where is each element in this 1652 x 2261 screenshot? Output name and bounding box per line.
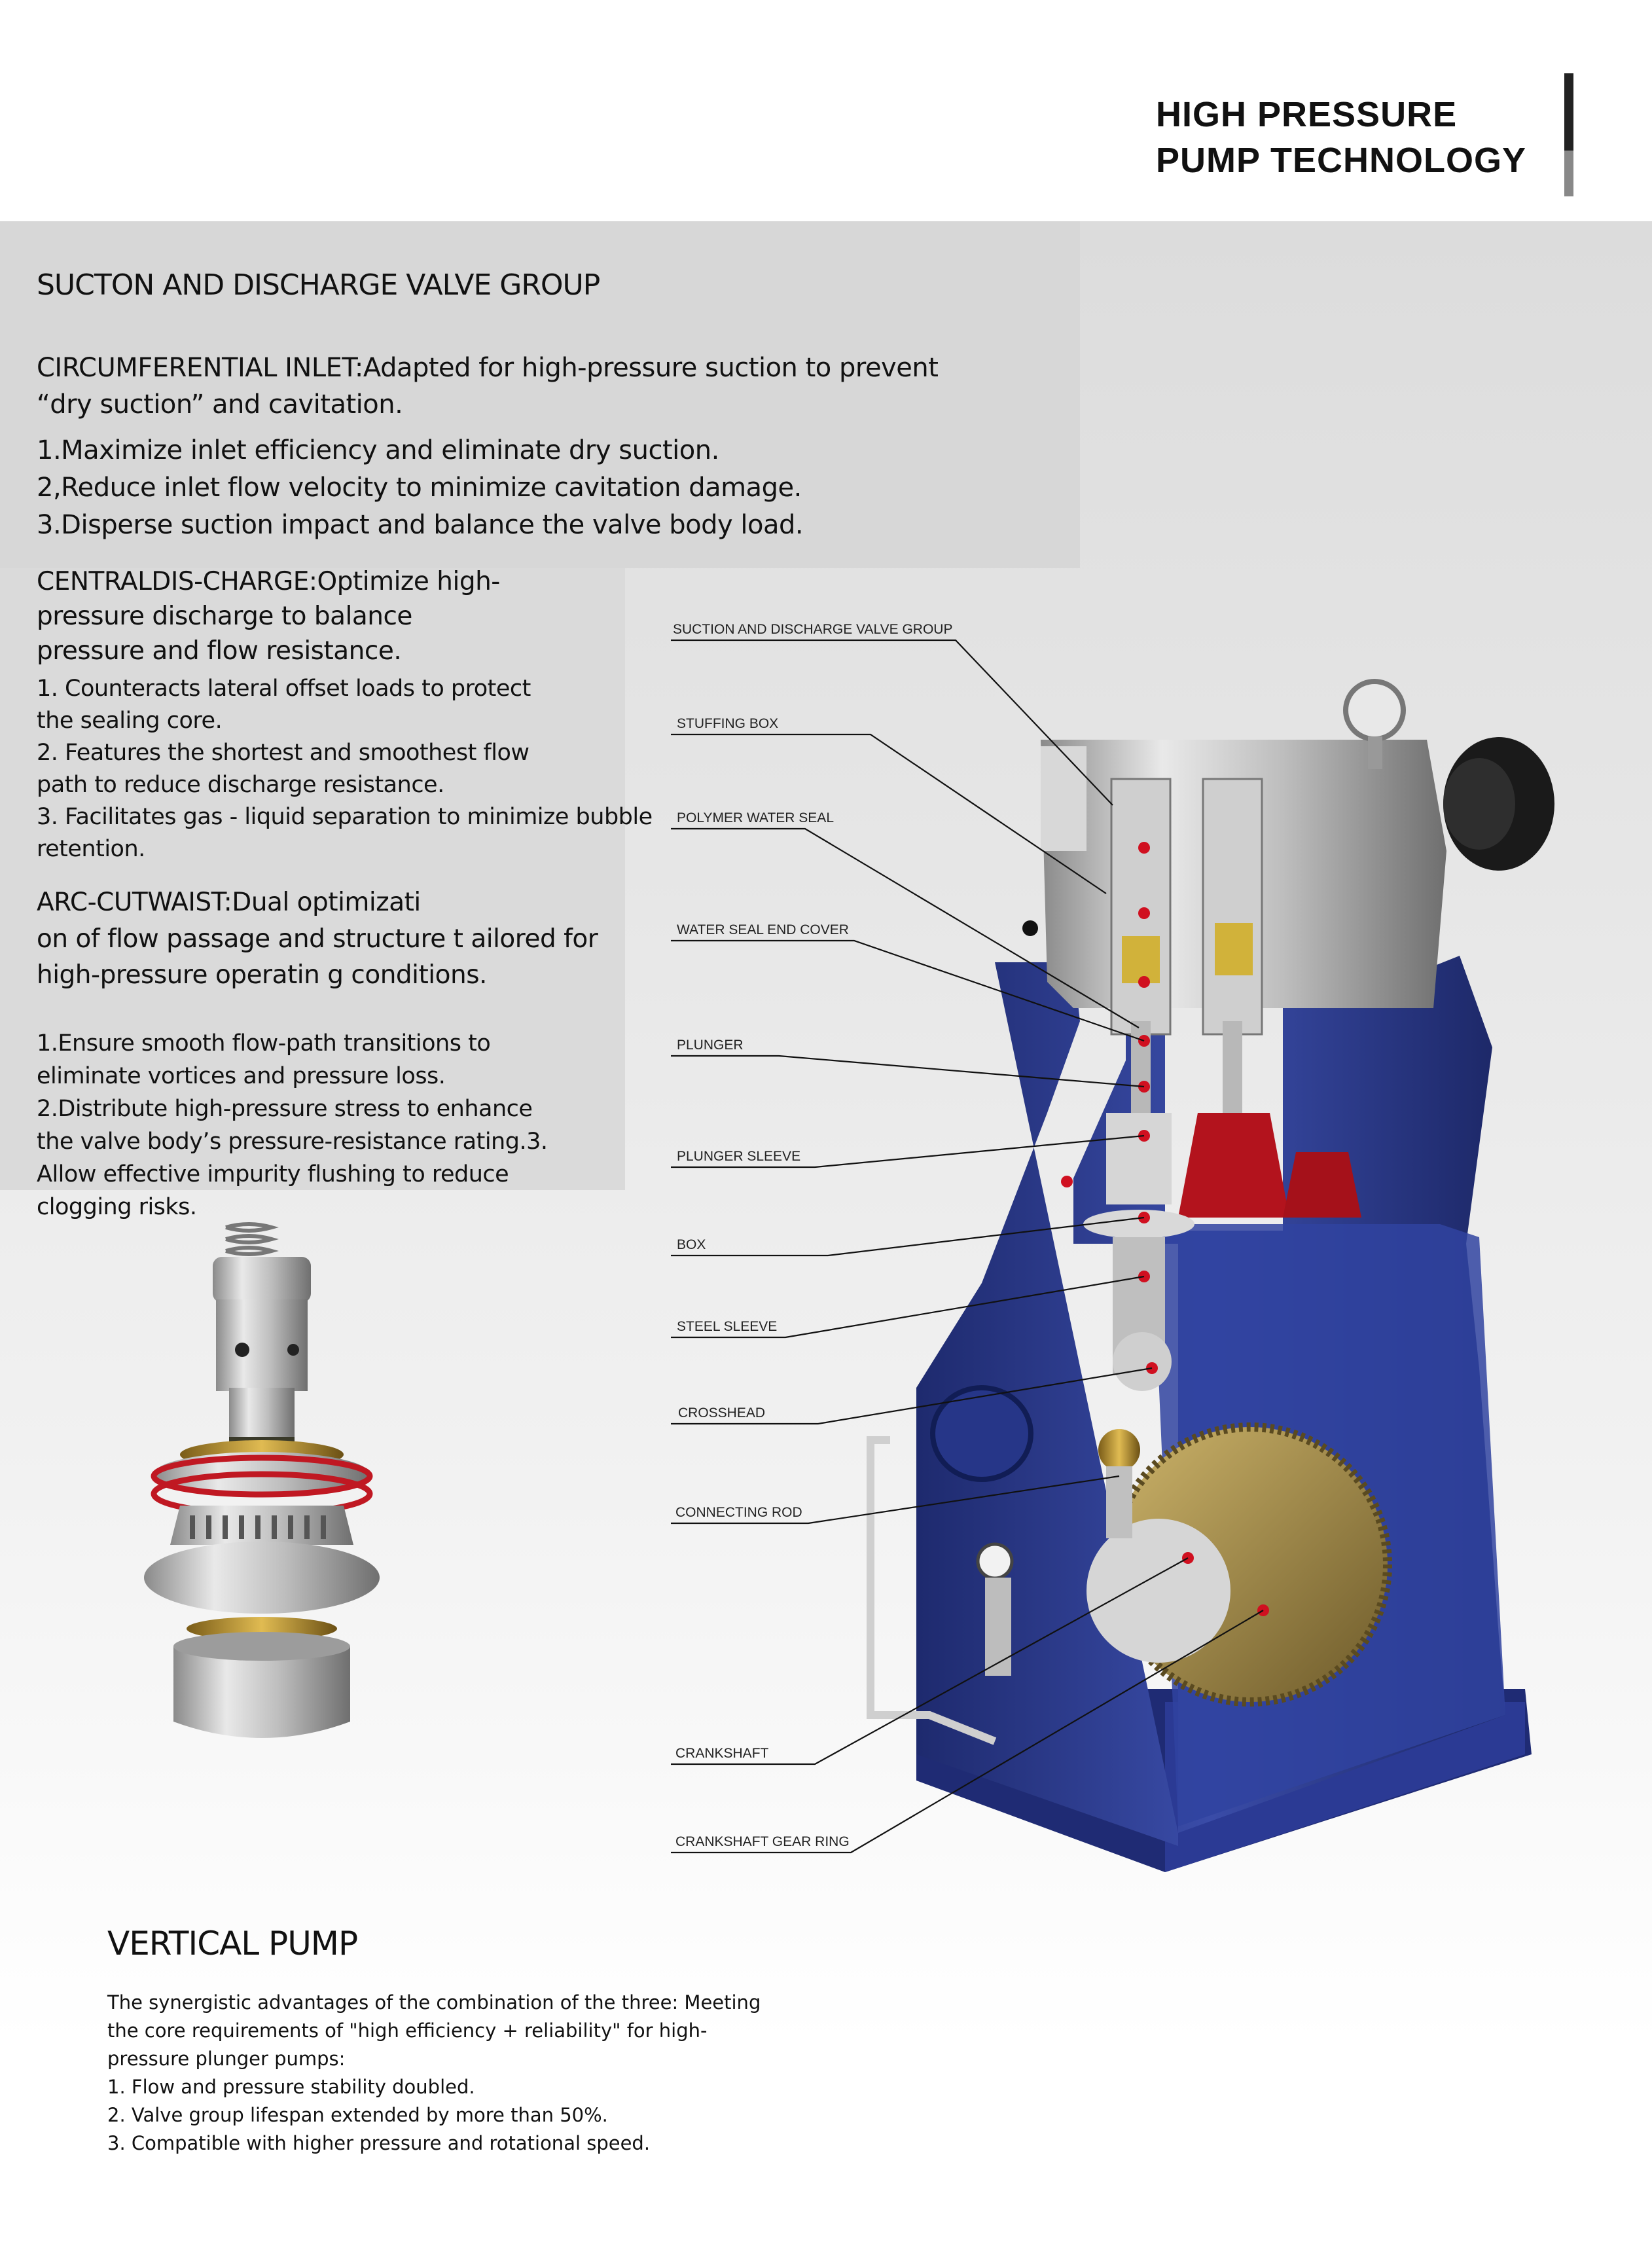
valve-cage-slots: [190, 1515, 326, 1539]
label-plunger-sleeve: PLUNGER SLEEVE: [677, 1149, 801, 1164]
features-text-panel: [0, 568, 625, 1190]
vertical-pump-description: The synergistic advantages of the combin…: [107, 1989, 761, 2158]
gear-teeth: [1108, 1422, 1392, 1707]
circumferential-point-1: 1.Maximize inlet efficiency and eliminat…: [37, 435, 719, 465]
red-bellows-center: [1178, 1113, 1289, 1218]
header-accent-bar-light: [1564, 151, 1573, 196]
vertical-line-5: 2. Valve group lifespan extended by more…: [107, 2104, 608, 2126]
valve-head-port: [1022, 920, 1038, 936]
arc-cutwaist-heading-2: on of flow passage and structure t ailor…: [37, 924, 598, 954]
circumferential-point-2: 2,Reduce inlet flow velocity to minimize…: [37, 473, 802, 503]
arc-point-2b: the valve body’s pressure-resistance rat…: [37, 1129, 548, 1155]
label-polymer-water-seal: POLYMER WATER SEAL: [677, 810, 834, 825]
label-crankshaft: CRANKSHAFT: [675, 1746, 769, 1761]
circumferential-inlet-heading-cont: “dry suction” and cavitation.: [37, 389, 403, 420]
callout-leader-lines: [671, 639, 1264, 1854]
central-point-1b: the sealing core.: [37, 708, 223, 734]
central-discharge-heading-2: pressure discharge to balance: [37, 602, 412, 631]
valve-lower-disc: [144, 1542, 380, 1614]
polymer-seal-center: [1215, 923, 1253, 975]
oil-gauge-icon: [976, 1542, 1014, 1580]
front-bearing-cover: [930, 1385, 1033, 1482]
plunger-sleeve-left: [1106, 1113, 1172, 1204]
valve-cap: [213, 1257, 311, 1303]
central-discharge-heading-3: pressure and flow resistance.: [37, 636, 402, 666]
label-box: BOX: [677, 1237, 706, 1252]
arc-point-1a: 1.Ensure smooth flow-path transitions to: [37, 1030, 491, 1057]
arc-point-3a: Allow effective impurity flushing to red…: [37, 1161, 509, 1187]
red-bellows-right: [1283, 1152, 1361, 1218]
central-point-1a: 1. Counteracts lateral offset loads to p…: [37, 676, 531, 702]
valve-red-seal-1: [151, 1455, 373, 1498]
plunger-column-left: [1110, 778, 1172, 1036]
valve-spring-icon: [225, 1222, 279, 1256]
vertical-line-1: The synergistic advantages of the combin…: [107, 1991, 761, 2014]
valve-bottom-cup-rim: [173, 1632, 350, 1661]
arc-point-3b: clogging risks.: [37, 1194, 197, 1220]
plunger-rod-center: [1223, 1021, 1242, 1126]
vertical-line-4: 1. Flow and pressure stability doubled.: [107, 2076, 475, 2098]
polymer-seal-left: [1122, 936, 1160, 983]
intro-text-panel: [0, 221, 1080, 568]
label-connecting-rod: CONNECTING ROD: [675, 1505, 802, 1520]
connecting-rod: [1106, 1466, 1132, 1538]
pressure-gauge-icon: [1343, 679, 1406, 742]
central-discharge-heading-1: CENTRALDIS-CHARGE:Optimize high-: [37, 567, 500, 596]
valve-head-side: [1041, 746, 1086, 851]
oil-pump-assembly: [985, 1578, 1011, 1676]
valve-port-hole: [235, 1343, 249, 1357]
circumferential-inlet-heading: CIRCUMFERENTIAL INLET:Adapted for high-p…: [37, 353, 939, 383]
gauge-stem: [1368, 736, 1382, 769]
pump-cutaway-illustration: [867, 679, 1554, 1872]
box-disc: [1083, 1210, 1194, 1239]
label-stuffing-box: STUFFING BOX: [677, 716, 779, 731]
arc-point-1b: eliminate vortices and pressure loss.: [37, 1063, 446, 1089]
vertical-line-3: pressure plunger pumps:: [107, 2048, 346, 2070]
central-point-2b: path to reduce discharge resistance.: [37, 772, 444, 798]
central-point-3b: retention.: [37, 836, 145, 862]
arc-cutwaist-heading-3: high-pressure operatin g conditions.: [37, 960, 487, 990]
label-crosshead: CROSSHEAD: [678, 1405, 766, 1420]
label-water-seal-end-cover: WATER SEAL END COVER: [677, 922, 849, 937]
crosshead: [1113, 1332, 1172, 1391]
valve-component-illustration: [144, 1222, 380, 1738]
vertical-pump-title: VERTICAL PUMP: [107, 1925, 358, 1963]
header-title-line2: PUMP TECHNOLOGY: [1156, 141, 1527, 180]
oil-cap: [1098, 1429, 1140, 1471]
label-crankshaft-gear-ring: CRANKSHAFT GEAR RING: [675, 1834, 850, 1849]
vertical-line-2: the core requirements of "high efficienc…: [107, 2019, 708, 2042]
arc-cutwaist-heading-1: ARC-CUTWAIST:Dual optimizati: [37, 888, 421, 917]
label-suction-discharge-valve-group: SUCTION AND DISCHARGE VALVE GROUP: [673, 622, 953, 637]
section-title: SUCTON AND DISCHARGE VALVE GROUP: [37, 268, 600, 302]
valve-port-hole: [287, 1344, 299, 1356]
vertical-line-6: 3. Compatible with higher pressure and r…: [107, 2132, 651, 2154]
header-title-line1: HIGH PRESSURE: [1156, 95, 1458, 134]
label-plunger: PLUNGER: [677, 1038, 744, 1053]
flywheel-hub: [1443, 758, 1515, 850]
plunger-column-center: [1202, 778, 1263, 1036]
crankshaft-journal: [1086, 1519, 1230, 1663]
lube-pipe: [867, 1436, 997, 1745]
valve-neck: [229, 1388, 295, 1440]
valve-bottom-cup: [173, 1646, 350, 1738]
label-steel-sleeve: STEEL SLEEVE: [677, 1319, 778, 1334]
page-header-title: HIGH PRESSURE PUMP TECHNOLOGY: [1156, 92, 1526, 183]
central-point-2a: 2. Features the shortest and smoothest f…: [37, 740, 530, 766]
circumferential-point-3: 3.Disperse suction impact and balance th…: [37, 510, 804, 540]
arc-point-2a: 2.Distribute high-pressure stress to enh…: [37, 1096, 533, 1122]
central-point-3a: 3. Facilitates gas - liquid separation t…: [37, 804, 653, 830]
